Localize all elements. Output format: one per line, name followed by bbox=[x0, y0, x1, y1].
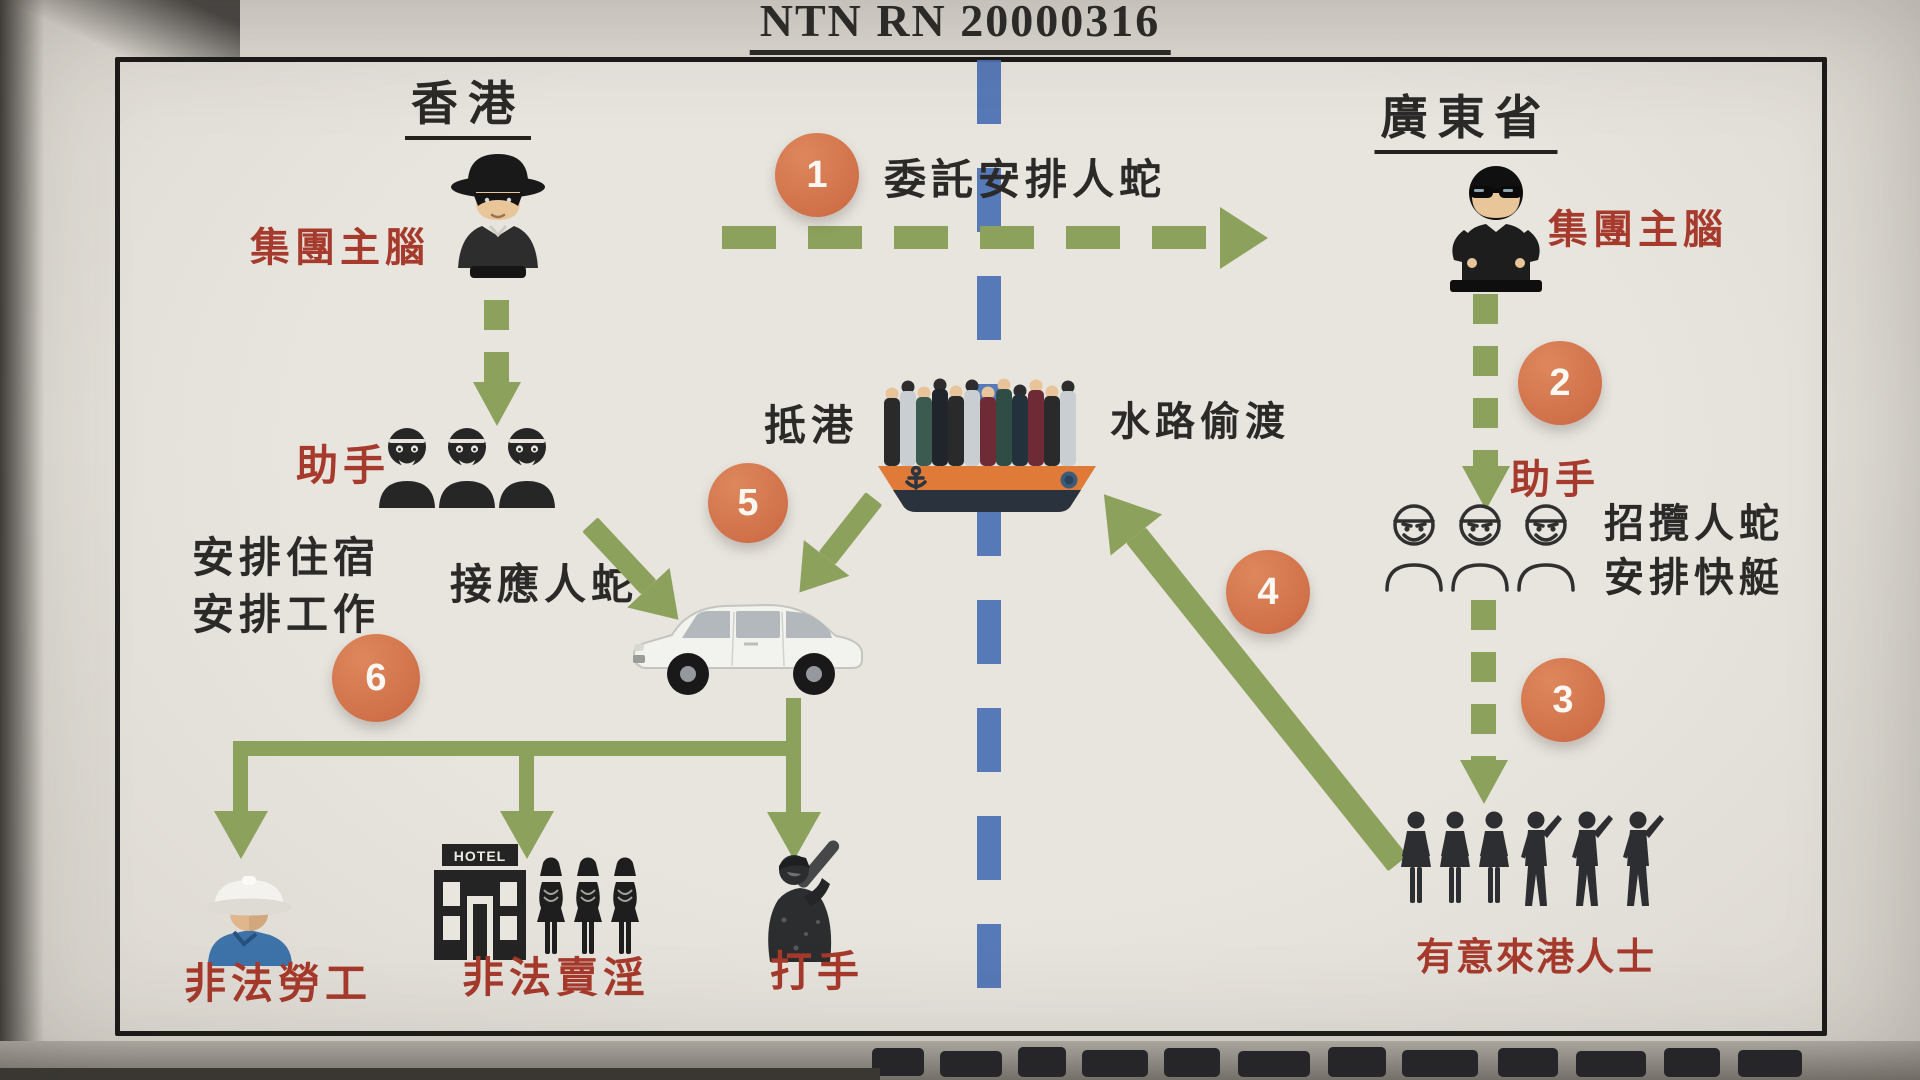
step-number-1: 1 bbox=[806, 153, 828, 196]
step-number-3: 3 bbox=[1552, 678, 1574, 721]
step-circle-6: 6 bbox=[332, 634, 420, 722]
hk-duty-work: 安排工作 bbox=[192, 593, 381, 639]
hk-assistants-icons bbox=[376, 420, 558, 508]
step1-action-label: 委託安排人蛇 bbox=[884, 158, 1167, 204]
illegal-prostitution-label: 非法賣淫 bbox=[462, 956, 651, 1002]
step-circle-2: 2 bbox=[1518, 341, 1602, 425]
region-header-hong-kong: 香港 bbox=[405, 79, 531, 140]
branch-drop-hotel bbox=[519, 741, 534, 811]
step-number-2: 2 bbox=[1549, 361, 1571, 404]
page-title: NTN RN 20000316 bbox=[749, 0, 1171, 55]
masked-assistant-icon bbox=[439, 428, 495, 508]
hk-mastermind-icon bbox=[451, 154, 545, 278]
step-number-6: 6 bbox=[365, 656, 387, 699]
branch-horizontal-bar bbox=[233, 741, 801, 756]
hk-assistants-label: 助手 bbox=[296, 444, 391, 490]
outlined-assistant-icon bbox=[1517, 504, 1575, 592]
illegal-worker-icon bbox=[206, 876, 292, 966]
gd-mastermind-label: 集團主腦 bbox=[1548, 207, 1728, 252]
gd-assistants-label: 助手 bbox=[1510, 457, 1600, 502]
boundary-dashed-line bbox=[977, 60, 1001, 1031]
outlined-assistant-icon bbox=[1385, 504, 1443, 592]
pickup-car-icon bbox=[632, 603, 863, 695]
prostitution-women-icons bbox=[534, 856, 642, 960]
migrant-woman-icon bbox=[1479, 811, 1509, 903]
step-number-4: 4 bbox=[1257, 570, 1279, 613]
arrow-gd-mastermind-to-assistants bbox=[1473, 294, 1498, 466]
step-number-5: 5 bbox=[737, 481, 759, 524]
hotel-icon: HOTEL bbox=[434, 844, 526, 960]
pickup-label: 接應人蛇 bbox=[450, 563, 639, 609]
step-circle-4: 4 bbox=[1226, 550, 1310, 634]
gd-assistants-icons bbox=[1380, 498, 1580, 592]
masked-assistant-icon bbox=[499, 428, 555, 508]
hk-duty-accommodation: 安排住宿 bbox=[192, 536, 381, 582]
migrants-icons bbox=[1398, 810, 1665, 914]
step-circle-3: 3 bbox=[1521, 658, 1605, 742]
woman-silhouette-icon bbox=[574, 857, 602, 954]
hk-mastermind-label: 集團主腦 bbox=[250, 225, 430, 270]
step-circle-1: 1 bbox=[775, 133, 859, 217]
smuggling-boat-icon bbox=[878, 378, 1096, 512]
migrant-woman-icon bbox=[1401, 811, 1431, 903]
illegal-worker-label: 非法勞工 bbox=[184, 962, 373, 1008]
migrant-man-icon bbox=[1521, 811, 1562, 906]
migrant-woman-icon bbox=[1440, 811, 1470, 903]
woman-silhouette-icon bbox=[537, 857, 565, 954]
arrow-assistants-to-migrants bbox=[1471, 600, 1496, 760]
cropped-bottom-shadow bbox=[0, 1068, 880, 1080]
arrive-hk-label: 抵港 bbox=[764, 404, 859, 450]
migrant-man-icon bbox=[1572, 811, 1613, 906]
masked-assistant-icon bbox=[379, 428, 435, 508]
region-header-guangdong: 廣東省 bbox=[1374, 93, 1558, 154]
arrow-hk-mastermind-to-assistants bbox=[484, 300, 509, 382]
gd-duty-recruit: 招攬人蛇 bbox=[1604, 501, 1784, 546]
thug-label: 打手 bbox=[770, 950, 865, 996]
arrow-commission bbox=[722, 226, 1220, 249]
branch-drop-worker bbox=[233, 741, 248, 811]
photo-edge-shadow-left bbox=[0, 0, 44, 1080]
migrant-man-icon bbox=[1623, 811, 1664, 906]
migrants-label: 有意來港人士 bbox=[1416, 937, 1657, 979]
gd-duty-speedboat: 安排快艇 bbox=[1604, 555, 1784, 600]
hotel-sign-text: HOTEL bbox=[454, 848, 506, 864]
sea-smuggling-label: 水路偷渡 bbox=[1110, 399, 1290, 444]
woman-silhouette-icon bbox=[611, 857, 639, 954]
outlined-assistant-icon bbox=[1451, 504, 1509, 592]
step-circle-5: 5 bbox=[708, 463, 788, 543]
gd-mastermind-icon bbox=[1450, 166, 1542, 292]
thug-with-bat-icon bbox=[768, 840, 840, 962]
